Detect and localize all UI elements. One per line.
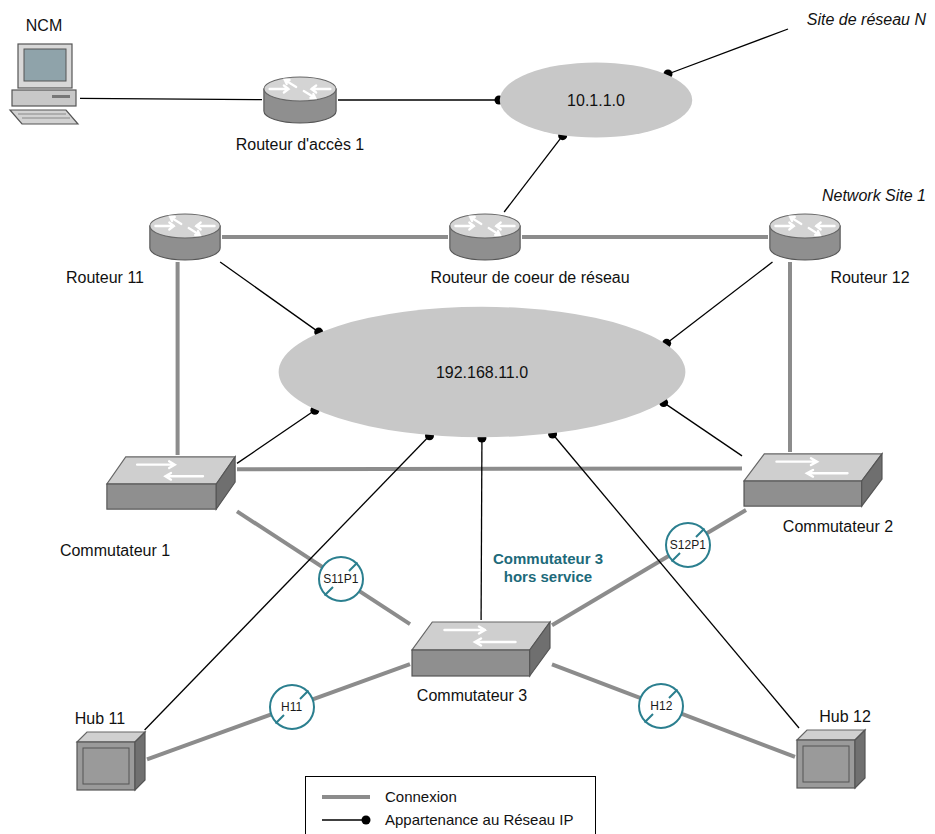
port-label: H11 xyxy=(271,686,313,728)
connection-line xyxy=(176,262,180,455)
legend-text: Appartenance au Réseau IP xyxy=(385,811,573,828)
device-label: NCM xyxy=(26,16,62,35)
ip-membership-line xyxy=(480,438,482,620)
sw-icon xyxy=(742,452,884,510)
computer-node: NCM xyxy=(8,42,80,127)
connection-line xyxy=(552,664,795,757)
ip-network-ellipse: 192.168.11.0 xyxy=(277,306,687,438)
network-address: 192.168.11.0 xyxy=(436,363,528,382)
router-node: Routeur de coeur de réseau xyxy=(448,212,522,262)
device-label: Commutateur 3 xyxy=(417,686,527,705)
out-of-service-symbol: H11 xyxy=(269,684,315,730)
ip-network-ellipse: 10.1.1.0 xyxy=(499,62,693,138)
device-label: Routeur 11 xyxy=(66,268,144,287)
connection-line xyxy=(147,664,410,759)
switch-node: Commutateur 2 xyxy=(742,452,884,510)
switch-node: Commutateur 3 xyxy=(410,620,552,680)
computer-icon xyxy=(8,42,80,127)
link-line xyxy=(80,98,262,99)
out-of-service-symbol: S11P1 xyxy=(318,556,364,602)
device-label: Hub 12 xyxy=(819,707,871,726)
legend-row: Connexion xyxy=(385,788,457,806)
site-label: Site de réseau N xyxy=(807,10,926,29)
connection-line xyxy=(552,510,746,625)
router-icon xyxy=(448,212,522,262)
ip-membership-line xyxy=(504,136,562,212)
connection-line xyxy=(237,466,742,471)
legend-connection-sample xyxy=(322,795,370,799)
ip-membership-line xyxy=(338,99,499,100)
router-node: Routeur d'accès 1 xyxy=(262,75,338,125)
device-label: Commutateur 1 xyxy=(60,541,170,560)
router-icon xyxy=(768,212,842,262)
device-label: Routeur 12 xyxy=(830,268,909,287)
device-label: Hub 11 xyxy=(75,709,125,728)
device-label: Routeur de coeur de réseau xyxy=(430,268,629,287)
sw-icon xyxy=(105,455,237,513)
port-label: S12P1 xyxy=(667,524,709,566)
port-label: H12 xyxy=(640,685,682,727)
hub-icon xyxy=(795,728,867,790)
sw-icon xyxy=(410,620,552,680)
device-label: Commutateur 2 xyxy=(783,517,893,536)
legend-text: Connexion xyxy=(385,788,457,805)
connection-line xyxy=(522,235,768,239)
device-label: Routeur d'accès 1 xyxy=(236,135,364,154)
out-of-service-symbol: S12P1 xyxy=(665,522,711,568)
hub-node: Hub 12 xyxy=(795,728,867,790)
router-node: Routeur 12 xyxy=(768,212,842,262)
hub-icon xyxy=(75,730,147,792)
status-note: Commutateur 3 hors service xyxy=(487,550,609,586)
router-icon xyxy=(148,212,222,262)
legend-membership-dot xyxy=(362,816,371,825)
router-icon xyxy=(262,75,338,125)
connection-line xyxy=(788,262,792,452)
ip-membership-line xyxy=(664,403,742,456)
hub-node: Hub 11 xyxy=(75,730,147,792)
legend-row: Appartenance au Réseau IP xyxy=(385,811,573,829)
ip-membership-line xyxy=(220,262,319,332)
ip-membership-line xyxy=(237,410,315,463)
switch-node: Commutateur 1 xyxy=(105,455,237,513)
leader-line xyxy=(668,29,788,74)
legend-membership-sample xyxy=(322,819,362,820)
ip-membership-line xyxy=(667,262,773,343)
legend-box xyxy=(306,777,596,834)
port-label: S11P1 xyxy=(320,558,362,600)
network-address: 10.1.1.0 xyxy=(567,91,625,110)
connection-line xyxy=(222,235,448,239)
router-node: Routeur 11 xyxy=(148,212,222,262)
site-label: Network Site 1 xyxy=(822,186,926,205)
out-of-service-symbol: H12 xyxy=(638,683,684,729)
